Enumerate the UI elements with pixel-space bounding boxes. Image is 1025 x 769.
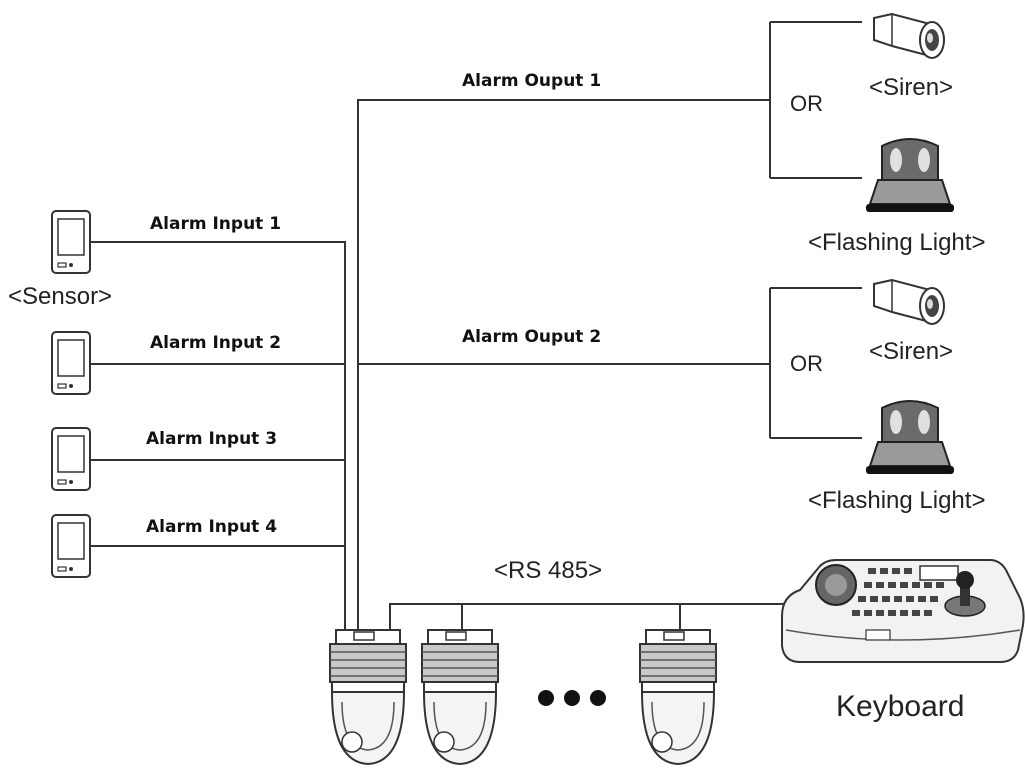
siren-label: <Siren> [869,74,953,101]
keyboard-label: Keyboard [836,690,964,723]
alarm-input-2-label: Alarm Input 2 [150,333,281,353]
controller-keyboard-icon [781,559,1025,663]
dome-camera-icon [639,629,717,765]
alarm-output-2-label: Alarm Ouput 2 [462,327,601,347]
rs485-label: <RS 485> [494,557,602,584]
siren-icon [873,13,945,59]
sensor-icon [51,514,91,578]
sensor-label: <Sensor> [8,283,112,310]
alarm-input-1-label: Alarm Input 1 [150,214,281,234]
siren-icon [873,279,945,325]
siren-label: <Siren> [869,338,953,365]
sensor-icon [51,210,91,274]
sensor-icon [51,331,91,395]
or-label: OR [790,351,823,376]
ellipsis-icon [538,690,606,706]
wires [90,21,862,630]
alarm-input-4-label: Alarm Input 4 [146,517,277,537]
flashing-light-label: <Flashing Light> [808,229,985,256]
dome-camera-icon [329,629,407,765]
flashing-light-icon [865,138,955,213]
alarm-output-1-label: Alarm Ouput 1 [462,71,601,91]
flashing-light-label: <Flashing Light> [808,487,985,514]
sensor-icon [51,427,91,491]
dome-camera-icon [421,629,499,765]
flashing-light-icon [865,400,955,475]
alarm-input-3-label: Alarm Input 3 [146,429,277,449]
or-label: OR [790,91,823,116]
